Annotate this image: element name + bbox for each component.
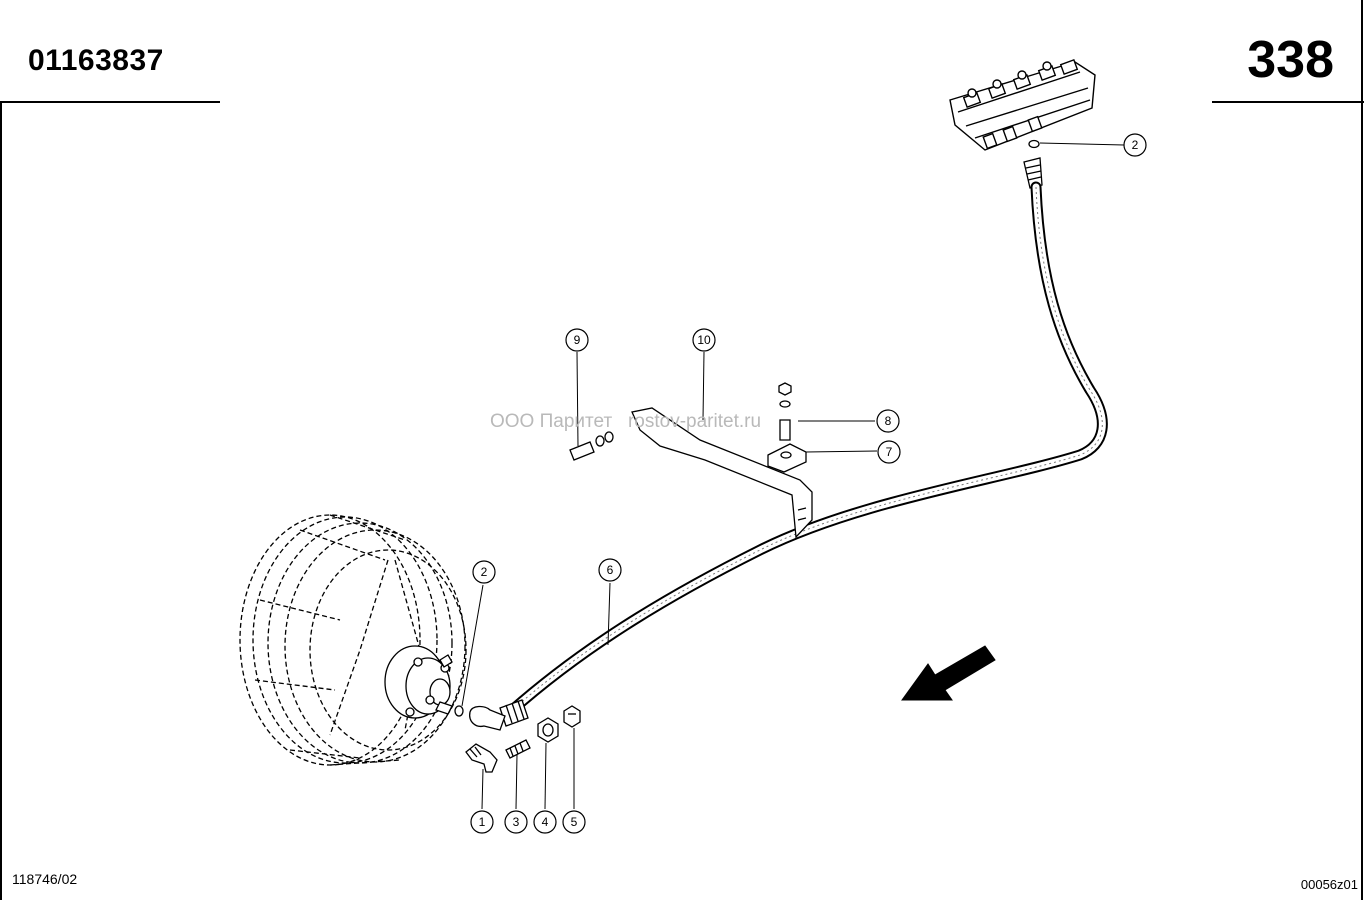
svg-text:4: 4: [542, 815, 549, 829]
callout-9: 9: [565, 328, 589, 352]
callout-1: 1: [470, 810, 494, 834]
cap-nut: [563, 705, 581, 728]
svg-text:9: 9: [574, 333, 581, 347]
watermark: ООО Паритет rostov-paritet.ru: [490, 411, 762, 432]
union-nut: [537, 717, 559, 743]
hose-fitting-upper: [1023, 157, 1043, 189]
callout-2-valve: 2: [1123, 133, 1147, 157]
mounting-bracket: [631, 407, 813, 539]
page-number: 338: [1247, 31, 1334, 89]
drawing-code: 118746/02: [12, 871, 78, 887]
control-valve-block: [949, 59, 1096, 151]
svg-text:7: 7: [886, 445, 893, 459]
callout-3: 3: [504, 810, 528, 834]
svg-text:8: 8: [885, 414, 892, 428]
callout-6: 6: [598, 558, 622, 582]
callout-4: 4: [533, 810, 557, 834]
callout-7: 7: [877, 440, 901, 464]
part-number: 01163837: [28, 44, 164, 77]
callout-5: 5: [562, 810, 586, 834]
direction-arrow: [901, 645, 996, 701]
hose-clamp: [767, 382, 807, 473]
svg-text:1: 1: [479, 815, 486, 829]
o-ring-upper: [1028, 139, 1040, 149]
svg-text:10: 10: [697, 333, 711, 347]
callout-10: 10: [692, 328, 716, 352]
svg-text:5: 5: [571, 815, 578, 829]
callout-2-motor: 2: [472, 560, 496, 584]
adapter-fitting: [505, 739, 531, 759]
svg-text:2: 2: [481, 565, 488, 579]
svg-text:2: 2: [1132, 138, 1139, 152]
hydraulic-hose: [504, 181, 1108, 718]
svg-text:3: 3: [513, 815, 520, 829]
sheet-code: 00056z01: [1300, 877, 1358, 892]
callout-8: 8: [876, 409, 900, 433]
svg-text:6: 6: [607, 563, 614, 577]
o-ring-lower: [454, 705, 464, 717]
bolt-with-washers: [569, 431, 614, 461]
wheel-outline: [239, 514, 467, 766]
hose-fitting-lower: [469, 699, 529, 731]
wheel-motor: [384, 645, 453, 719]
elbow-fitting: [465, 743, 498, 773]
leader-lines: [461, 142, 1125, 810]
